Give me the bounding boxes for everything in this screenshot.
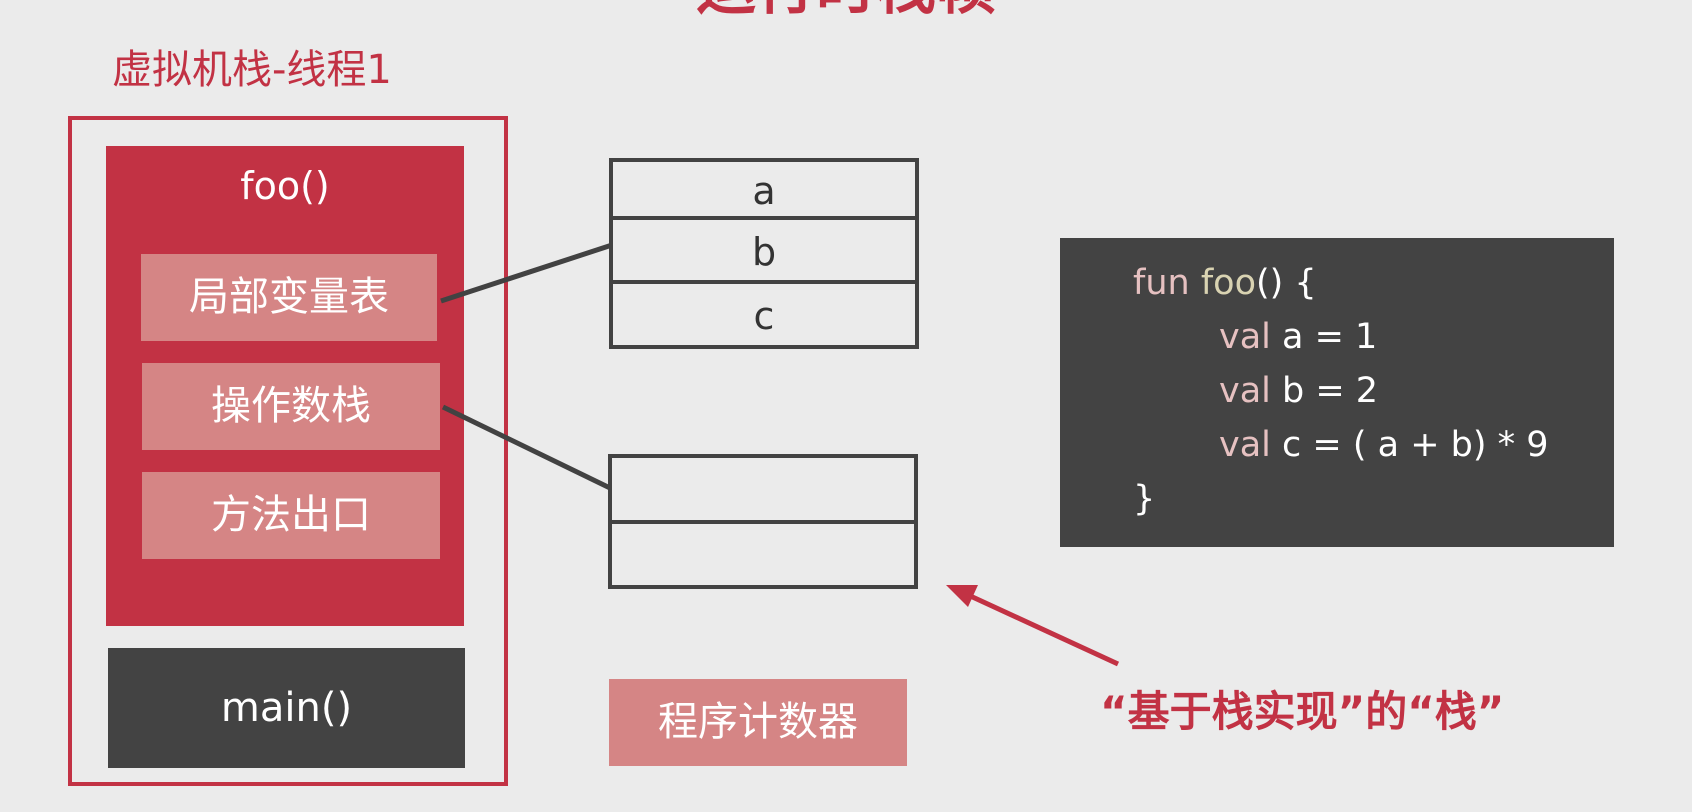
annotation-arrow-head	[946, 585, 978, 607]
code-keyword: val	[1219, 317, 1271, 357]
method-exit-box: 方法出口	[142, 472, 440, 559]
operand-stack-box: 操作数栈	[142, 363, 440, 450]
foo-frame-label: foo()	[240, 164, 330, 208]
operand-stack-connector	[441, 404, 612, 491]
code-text: a = 1	[1270, 317, 1378, 357]
local-variable-table-box: 局部变量表	[141, 254, 437, 341]
operand-stack-cell-1	[608, 454, 918, 524]
code-line-3: val b = 2	[1219, 364, 1378, 418]
code-keyword: val	[1219, 425, 1271, 465]
local-vars-connector	[440, 242, 613, 304]
code-text: () {	[1255, 263, 1317, 303]
vm-stack-container	[68, 116, 508, 786]
slide-title: 运行时栈帧	[0, 0, 1692, 20]
code-line-4: val c = ( a + b) * 9	[1219, 418, 1549, 472]
local-var-cell-a: a	[609, 158, 919, 220]
code-text: b = 2	[1270, 371, 1379, 411]
code-line-5: }	[1133, 479, 1156, 519]
code-line-2: val a = 1	[1219, 310, 1377, 364]
code-keyword: fun	[1133, 263, 1190, 303]
code-function-name: foo	[1200, 263, 1256, 303]
operand-stack-cell-2	[608, 520, 918, 589]
code-panel: fun foo() { val a = 1 val b = 2 val c = …	[1060, 238, 1614, 547]
program-counter-box: 程序计数器	[609, 679, 907, 766]
local-var-cell-b: b	[609, 216, 919, 284]
code-keyword: val	[1219, 371, 1271, 411]
annotation-arrow-line	[964, 591, 1120, 667]
stack-annotation: “基于栈实现”的“栈”	[1100, 687, 1505, 736]
local-var-cell-c: c	[609, 280, 919, 349]
code-text: c = ( a + b) * 9	[1270, 425, 1549, 465]
main-stack-frame: main()	[108, 648, 465, 768]
vm-stack-label: 虚拟机栈-线程1	[112, 47, 392, 93]
code-line-1: fun foo() {	[1133, 256, 1317, 310]
